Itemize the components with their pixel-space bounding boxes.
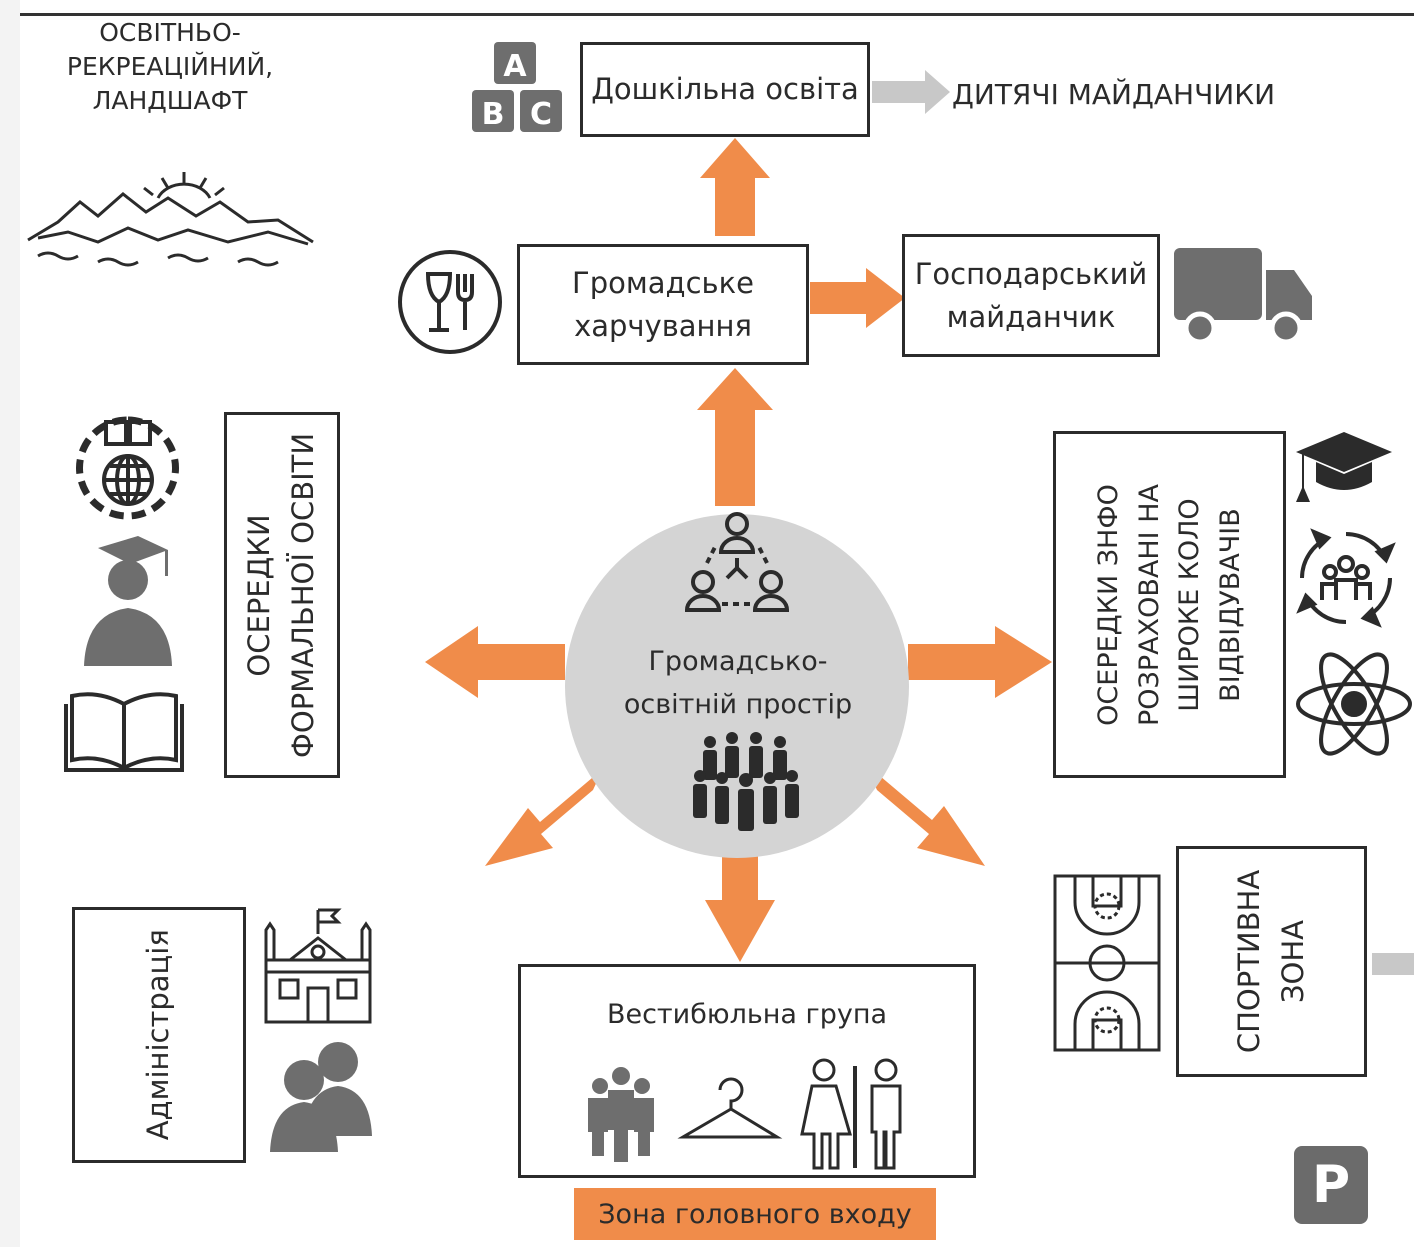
recreation-label: ОСВІТНЬО- РЕКРЕАЦІЙНИЙ, ЛАНДШАФТ bbox=[60, 16, 280, 117]
recreation-line2: РЕКРЕАЦІЙНИЙ, bbox=[66, 51, 274, 81]
arrow-to-nonformal bbox=[908, 626, 1052, 698]
gray-arrow-sports-exit bbox=[1372, 953, 1414, 975]
playgrounds-label: ДИТЯЧІ МАЙДАНЧИКИ bbox=[952, 78, 1276, 111]
visitors-icon bbox=[588, 1067, 654, 1162]
entrance-label: Зона головного входу bbox=[598, 1198, 912, 1230]
network-people-icon bbox=[684, 512, 790, 612]
sports-line2: ЗОНА bbox=[1275, 919, 1310, 1004]
basketball-court-icon bbox=[1053, 874, 1161, 1052]
people-group-icon bbox=[270, 1042, 372, 1152]
recreation-line3: ЛАНДШАФТ bbox=[92, 85, 248, 115]
formal-education-line1: ОСЕРЕДКИ bbox=[242, 513, 277, 677]
graduate-icon bbox=[84, 536, 172, 666]
utility-line1: Господарський bbox=[914, 257, 1148, 292]
book-globe-icon bbox=[76, 416, 179, 520]
truck-icon bbox=[1174, 248, 1312, 345]
hub-label-line1: Громадсько- bbox=[648, 646, 828, 677]
open-book-icon bbox=[64, 692, 184, 772]
arrow-to-formal-education bbox=[425, 626, 565, 698]
utility-box: Господарський майданчик bbox=[902, 234, 1160, 357]
nonformal-box: ОСЕРЕДКИ ЗНФО РОЗРАХОВАНІ НА ШИРОКЕ КОЛО… bbox=[1053, 431, 1286, 778]
hub-circle bbox=[565, 514, 909, 858]
mountains-sun-icon bbox=[27, 172, 314, 267]
nonformal-line3: ШИРОКЕ КОЛО bbox=[1173, 497, 1205, 712]
crowd-icon bbox=[693, 732, 799, 831]
nonformal-line4: ВІДВІДУВАЧІВ bbox=[1214, 507, 1245, 702]
top-border-line bbox=[20, 13, 1414, 16]
preschool-box: Дошкільна освіта bbox=[580, 42, 870, 137]
utility-line2: майданчик bbox=[946, 299, 1116, 334]
cutlery-icon bbox=[398, 250, 502, 354]
gray-arrow-to-playgrounds bbox=[872, 70, 950, 114]
parking-label: P bbox=[1311, 1155, 1351, 1215]
nonformal-line1: ОСЕРЕДКИ ЗНФО bbox=[1092, 483, 1124, 726]
preschool-label: Дошкільна освіта bbox=[591, 72, 859, 107]
restroom-icon bbox=[800, 1058, 902, 1170]
hub-label: Громадсько- освітній простір bbox=[578, 640, 898, 726]
arrow-to-utility bbox=[810, 268, 905, 328]
formal-education-line2: ФОРМАЛЬНОЇ ОСВІТИ bbox=[286, 432, 320, 758]
vestibule-label: Вестибюльна група bbox=[606, 999, 888, 1030]
arrow-to-vestibule bbox=[705, 856, 775, 962]
school-building-icon bbox=[264, 908, 372, 1024]
arrow-to-sports bbox=[866, 766, 985, 866]
mortarboard-icon bbox=[1296, 432, 1392, 502]
hanger-icon bbox=[677, 1077, 783, 1139]
formal-education-box: ОСЕРЕДКИ ФОРМАЛЬНОЇ ОСВІТИ bbox=[224, 412, 340, 778]
main-entrance-zone: Зона головного входу bbox=[574, 1188, 936, 1240]
sports-line1: СПОРТИВНА bbox=[1231, 869, 1266, 1054]
catering-line1: Громадське bbox=[572, 266, 754, 301]
abc-blocks-icon: A B C bbox=[472, 42, 562, 132]
frame-left-edge bbox=[0, 0, 20, 1247]
community-cycle-icon bbox=[1296, 528, 1396, 628]
sports-box: СПОРТИВНА ЗОНА bbox=[1176, 846, 1367, 1077]
block-b-letter: B bbox=[482, 97, 505, 132]
atom-icon bbox=[1296, 652, 1412, 756]
parking-icon: P bbox=[1294, 1146, 1368, 1224]
catering-line2: харчування bbox=[574, 308, 752, 343]
administration-label: Адміністрація bbox=[141, 929, 176, 1141]
catering-box: Громадське харчування bbox=[517, 244, 809, 365]
nonformal-line2: РОЗРАХОВАНІ НА bbox=[1133, 483, 1164, 726]
hub-label-line2: освітній простір bbox=[623, 689, 853, 721]
arrow-to-preschool bbox=[700, 138, 770, 236]
block-a-letter: A bbox=[503, 49, 527, 84]
recreation-line1: ОСВІТНЬО- bbox=[99, 18, 241, 47]
block-c-letter: C bbox=[530, 97, 552, 132]
administration-box: Адміністрація bbox=[72, 907, 246, 1163]
arrow-to-catering bbox=[697, 368, 773, 506]
arrow-to-administration bbox=[485, 766, 604, 866]
